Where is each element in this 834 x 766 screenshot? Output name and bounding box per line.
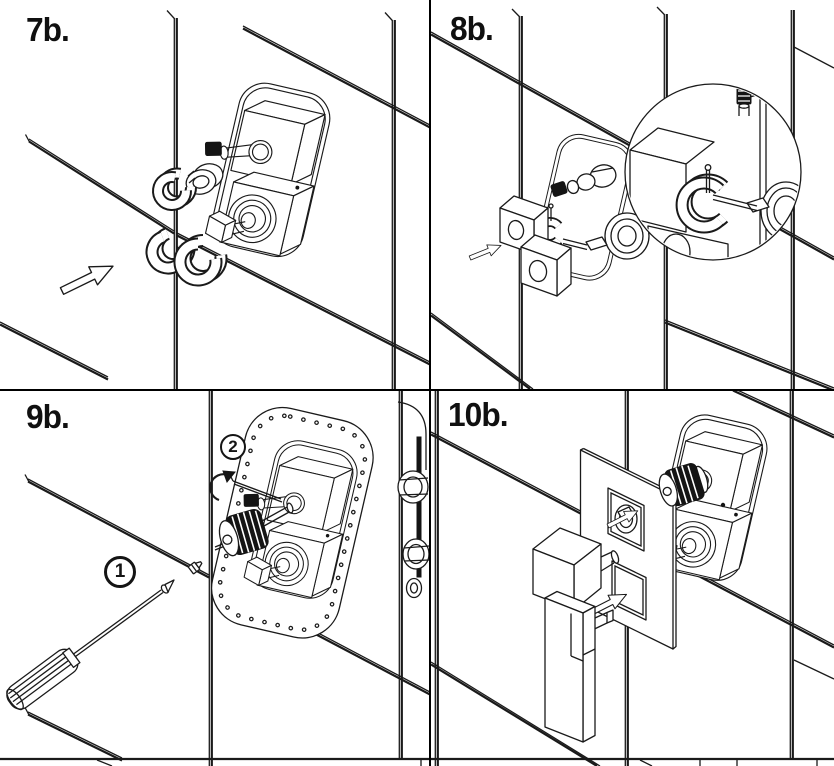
panel-8b-illustration bbox=[431, 6, 834, 389]
panel-9b-illustration bbox=[0, 391, 429, 766]
direction-arrow-icon-8b bbox=[467, 239, 504, 264]
magnifier-ring bbox=[624, 83, 802, 261]
direction-arrow-icon-7b bbox=[56, 256, 119, 301]
knurled-knob bbox=[214, 502, 294, 557]
plate-edge-profile bbox=[416, 436, 422, 578]
knurled-knob-installed bbox=[658, 463, 709, 507]
escutcheon-plate bbox=[579, 447, 677, 650]
valve-bottom-stem-8b bbox=[562, 212, 650, 260]
magnifier-detail bbox=[629, 85, 800, 259]
screwdriver bbox=[6, 579, 175, 711]
callout-2: 2 bbox=[220, 434, 246, 460]
lever-handle bbox=[544, 590, 614, 743]
side-stem-nuts bbox=[397, 470, 429, 599]
split-extension-ring-upper bbox=[152, 167, 197, 211]
step-label-10b: 10b. bbox=[448, 396, 509, 433]
cube-handle bbox=[532, 527, 620, 611]
valve-top-stem-8b bbox=[550, 164, 617, 197]
split-extension-rings-lower bbox=[145, 227, 228, 287]
step-label-8b: 8b. bbox=[450, 10, 494, 47]
callout-1: 1 bbox=[104, 556, 136, 588]
protective-caps-8b bbox=[499, 195, 572, 297]
fixing-screw bbox=[187, 561, 203, 575]
step-label-9b: 9b. bbox=[26, 398, 70, 435]
tiled-wall-7b bbox=[0, 10, 429, 389]
bent-pin-and-rotate bbox=[209, 470, 283, 503]
panel-10b-illustration bbox=[431, 391, 834, 766]
panel-7b-illustration bbox=[0, 10, 429, 389]
step-label-7b: 7b. bbox=[26, 11, 70, 48]
